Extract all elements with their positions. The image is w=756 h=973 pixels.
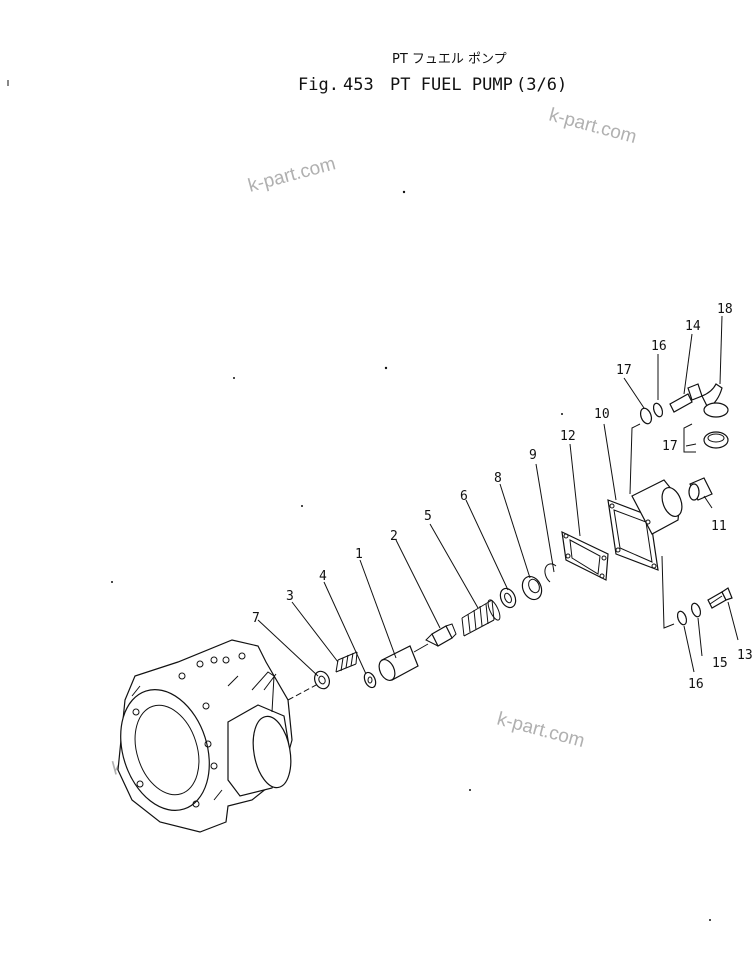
callout-9: 9 [529,448,537,463]
part-16-lower-washer [676,610,688,626]
scan-speck [301,505,303,507]
part-4-washer [363,671,377,689]
pump-body [117,639,293,833]
callout-16-lower: 16 [688,677,704,692]
callout-7: 7 [252,611,260,626]
scan-speck [709,919,711,921]
callout-16-upper: 17 [616,363,632,378]
title-japanese: PT フュエル ポンプ [392,52,507,67]
part-11-plug [688,477,713,501]
callout-12: 12 [560,429,576,444]
callout-4: 4 [319,569,327,584]
callout-3: 3 [286,589,294,604]
callout-6: 6 [460,489,468,504]
part-15-upper-washer [652,402,664,418]
watermark-2: k-part.com [547,105,639,149]
scan-speck [111,581,113,583]
callout-15-lower: 15 [712,656,728,671]
title-fig-number: 453 [343,75,374,95]
callout-15-upper: 16 [651,339,667,354]
scan-speck [402,190,406,194]
part-8-cup [521,575,543,601]
part-10-cover [607,479,683,571]
callout-11: 11 [711,519,727,534]
scan-speck [469,789,471,791]
scan-speck [233,377,235,379]
watermark-1: k-part.com [246,153,338,197]
part-3-spring [335,651,358,673]
callout-18: 18 [717,302,733,317]
title-sheet: (3/6) [516,75,567,95]
callout-8: 8 [494,471,502,486]
title-name: PT FUEL PUMP [390,75,513,95]
callout-14: 14 [685,319,701,334]
part-6-ring [499,587,517,609]
callout-10: 10 [594,407,610,422]
part-12-gasket [561,530,609,581]
part-7 [314,670,330,690]
part-9-snap-ring [544,563,557,583]
callout-13: 13 [737,648,753,663]
part-5-spring [461,599,501,637]
part-1-plunger [378,643,429,681]
callout-5: 5 [424,509,432,524]
callout-1: 1 [355,547,363,562]
part-14-bolt [669,383,703,413]
scan-speck [561,413,563,415]
callout-17: 17 [662,439,678,454]
part-2-valve [425,623,457,647]
title-fig-label: Fig. [298,75,339,95]
callout-2: 2 [390,529,398,544]
watermark-3: k-part.com [495,709,587,753]
part-16-upper-washer [639,407,653,425]
part-17-rings [703,431,729,449]
part-18-elbow [701,383,729,418]
part-13-bolt [707,587,733,609]
scan-speck [384,366,388,370]
part-15-lower-washer [690,602,702,618]
